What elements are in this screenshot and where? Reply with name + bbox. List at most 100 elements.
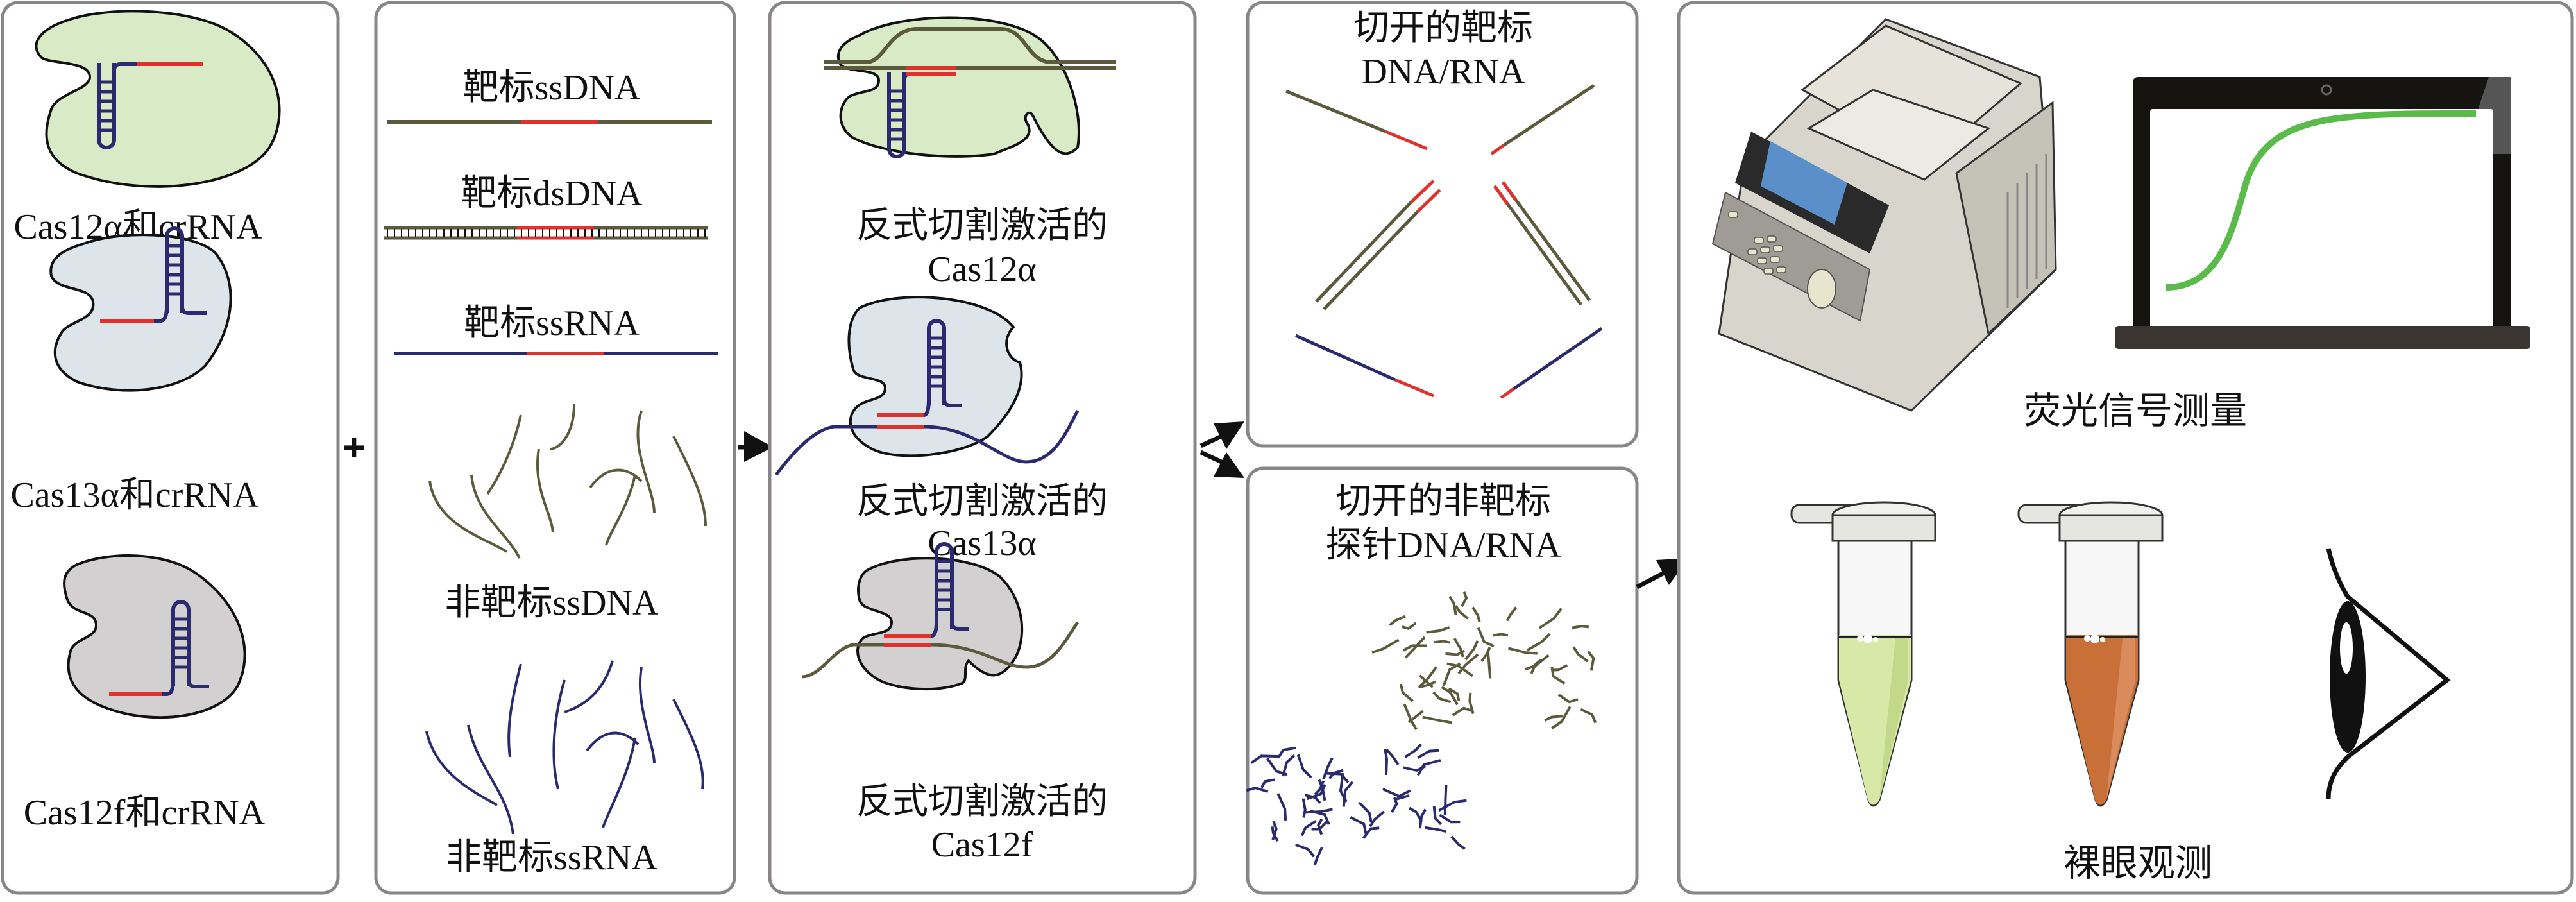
- probe-fragment: [1445, 649, 1465, 656]
- activated-cas12a-line1: 反式切割激活的: [856, 206, 1108, 246]
- panel-activated-complexes: 反式切割激活的 Cas12α 反式切割激活的 Cas13α 反式切割激活的 Ca: [768, 1, 1197, 895]
- probe-fragment: [1402, 622, 1417, 630]
- probe-fragment: [1464, 640, 1479, 661]
- panel-cleaved-nontarget: 切开的非靶标 探针DNA/RNA: [1246, 466, 1639, 895]
- probe-fragment: [1260, 778, 1276, 788]
- probe-fragment: [1492, 633, 1509, 637]
- probe-fragment: [1389, 615, 1406, 626]
- probe-fragment: [1572, 646, 1589, 663]
- probe-fragment: [1422, 715, 1453, 724]
- probe-fragment: [1294, 843, 1315, 858]
- probe-fragment: [1342, 781, 1354, 807]
- probe-fragment: [1313, 846, 1323, 866]
- cleaved-nontarget-title-line1: 切开的非靶标: [1335, 482, 1551, 522]
- probe-fragment: [1477, 627, 1495, 648]
- webcam-icon: [2321, 84, 2332, 96]
- probe-fragment: [1304, 794, 1321, 804]
- probe-fragment: [1471, 606, 1481, 623]
- probe-fragment: [1441, 686, 1459, 706]
- panel-nucleic-acids: 靶标ssDNA 靶标dsDNA 靶标ssRNA: [374, 1, 736, 895]
- probe-fragment: [1358, 801, 1373, 823]
- probe-fragment: [1384, 748, 1389, 776]
- probe-fragment: [1538, 608, 1563, 629]
- cas12a-protein-shape: [836, 16, 1080, 158]
- probe-fragment: [1453, 638, 1464, 658]
- cas13a-protein-shape: [49, 234, 232, 392]
- probe-fragment: [1448, 687, 1461, 701]
- activated-cas12a: 反式切割激活的 Cas12α: [824, 16, 1116, 289]
- probe-fragment: [1403, 765, 1427, 772]
- probe-fragment: [1266, 758, 1287, 776]
- probe-fragment: [1432, 691, 1452, 704]
- cas13a-crrna-complex: Cas13α和crRNA: [10, 228, 259, 515]
- cleaved-ssrna-fragments: [1294, 327, 1603, 400]
- cas12f-label: Cas12f和crRNA: [24, 793, 266, 833]
- naked-eye-label: 裸眼观测: [2063, 842, 2212, 884]
- probe-fragment: [1369, 810, 1385, 828]
- probe-fragment: [1452, 706, 1473, 717]
- probe-fragment: [1426, 626, 1450, 634]
- cas12f-protein-shape: [856, 557, 1024, 691]
- probe-fragment: [1307, 784, 1326, 801]
- probe-fragment: [1442, 662, 1461, 686]
- probe-fragment: [1544, 715, 1563, 722]
- probe-fragment: [1271, 821, 1278, 840]
- fluorescence-measurement-label: 荧光信号测量: [2024, 390, 2247, 432]
- qpcr-instrument-icon: [1711, 18, 2057, 412]
- probe-fragment: [1339, 772, 1348, 803]
- probe-fragment: [1416, 759, 1441, 776]
- probe-fragment: [1450, 835, 1466, 850]
- probe-fragment: [1443, 785, 1448, 816]
- probe-fragment: [1480, 647, 1491, 662]
- laptop-fluorescence-curve-icon: [2115, 77, 2530, 349]
- plus-sign: +: [343, 426, 365, 469]
- probe-fragment: [1403, 703, 1418, 731]
- probe-fragment: [1371, 638, 1400, 654]
- eye-icon: [2326, 548, 2451, 799]
- probe-fragment: [1276, 793, 1287, 821]
- probe-fragment: [1399, 683, 1414, 702]
- probe-fragment: [1580, 708, 1597, 724]
- arrow-to-activation: [738, 431, 773, 462]
- arrows-to-cleavage: [1199, 421, 1244, 478]
- probe-fragment: [1271, 826, 1279, 842]
- target-dsdna-strand: [384, 226, 708, 240]
- cleaved-rna-probe-fragments: [1246, 743, 1467, 866]
- probe-fragment: [1246, 787, 1269, 793]
- probe-fragment: [1439, 813, 1461, 824]
- probe-fragment: [1557, 694, 1579, 704]
- cleaved-target-title-line1: 切开的靶标: [1353, 8, 1533, 48]
- nontarget-ssrna-strands: [425, 660, 704, 835]
- panel-cas-proteins: Cas12α和crRNA Cas13α和crRNA Cas12f和crRNA: [1, 1, 340, 895]
- probe-fragment: [1418, 808, 1427, 829]
- probe-fragment: [1328, 769, 1344, 779]
- probe-fragment: [1587, 651, 1595, 671]
- probe-fragment: [1404, 743, 1423, 758]
- cleaved-dna-probe-fragments: [1371, 591, 1597, 731]
- activated-cas13a: 反式切割激活的 Cas13α: [775, 296, 1108, 563]
- nontarget-ssdna-strands: [428, 404, 707, 559]
- probe-fragment: [1322, 757, 1334, 780]
- probe-fragment: [1317, 818, 1323, 835]
- probe-fragment: [1350, 816, 1368, 835]
- cas12f-crrna-complex: Cas12f和crRNA: [24, 554, 266, 833]
- cas12a-protein-shape: [35, 10, 281, 188]
- target-dsdna-label: 靶标dsDNA: [461, 174, 643, 214]
- cleaved-dsdna-fragments: [1315, 180, 1591, 311]
- probe-fragment: [1457, 653, 1479, 675]
- probe-fragment: [1418, 680, 1436, 689]
- target-ssrna-label: 靶标ssRNA: [464, 303, 640, 343]
- probe-fragment: [1425, 826, 1447, 833]
- probe-fragment: [1362, 826, 1380, 839]
- probe-fragment: [1446, 662, 1474, 677]
- amplification-curve: [2165, 110, 2477, 291]
- probe-fragment: [1507, 647, 1538, 655]
- probe-fragment: [1394, 794, 1410, 801]
- probe-fragment: [1417, 749, 1439, 760]
- probe-fragment: [1310, 809, 1330, 826]
- activated-cas12f-line2: Cas12f: [931, 825, 1033, 865]
- probe-fragment: [1250, 754, 1279, 764]
- target-ssdna-label: 靶标ssDNA: [463, 68, 641, 108]
- probe-fragment: [1572, 625, 1589, 629]
